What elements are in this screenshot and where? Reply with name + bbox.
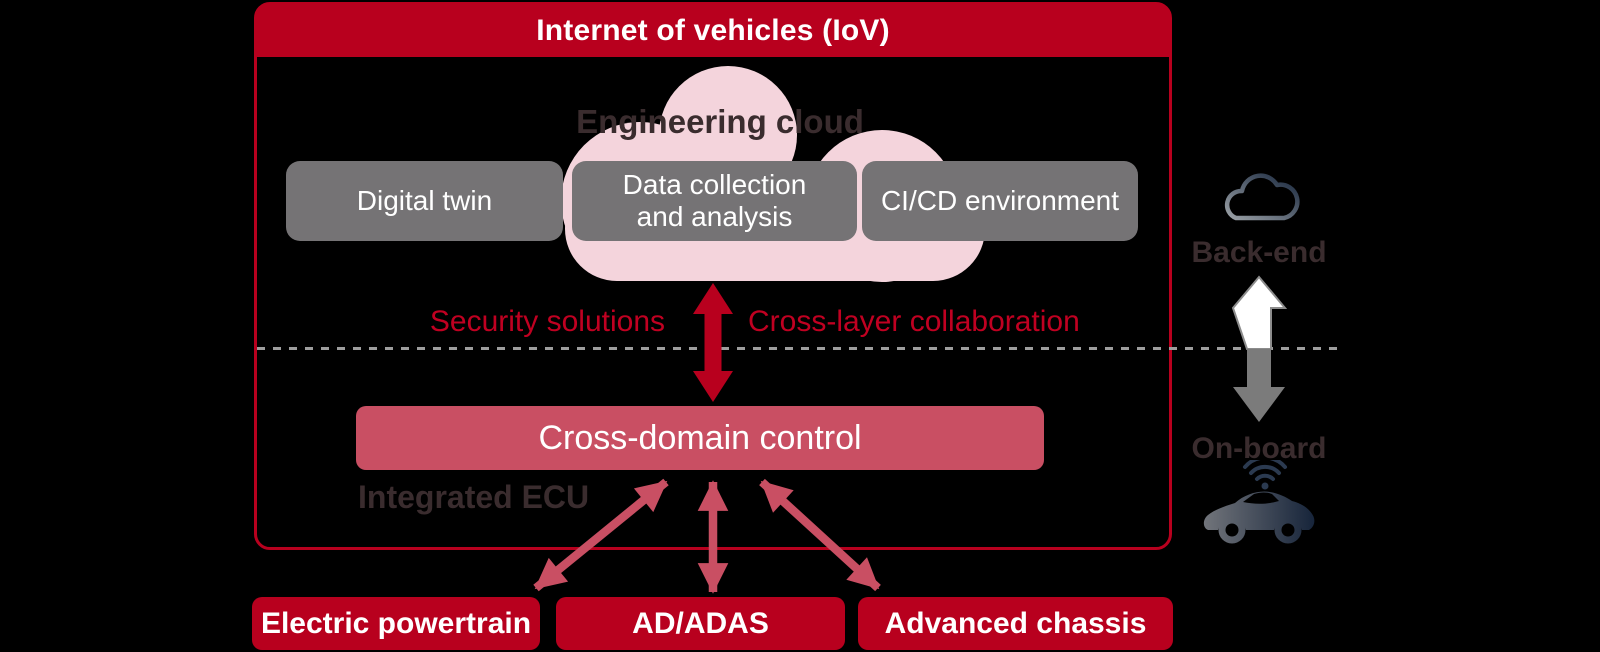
data-collection-box: Data collection and analysis (572, 161, 857, 241)
layer-separator-dashed-line (257, 347, 1344, 350)
ad-adas-box: AD/ADAS (556, 597, 845, 650)
backend-label: Back-end (1191, 236, 1327, 269)
cicd-environment-box: CI/CD environment (862, 161, 1138, 241)
arrow-advanced-chassis (759, 478, 881, 592)
ecu-domain-arrows-icon (533, 478, 881, 594)
ad-adas-label: AD/ADAS (632, 606, 769, 640)
digital-twin-label: Digital twin (356, 184, 493, 216)
arrow-electric-powertrain (533, 478, 669, 592)
data-collection-label: Data collection and analysis (622, 168, 807, 232)
advanced-chassis-label: Advanced chassis (884, 606, 1147, 640)
advanced-chassis-box: Advanced chassis (858, 597, 1173, 650)
cloud-outline-icon (1224, 173, 1300, 221)
security-solutions-label: Security solutions (429, 305, 665, 338)
wifi-icon (1243, 460, 1287, 490)
cross-domain-control-label: Cross-domain control (538, 418, 862, 457)
electric-powertrain-box: Electric powertrain (252, 597, 540, 650)
engineering-cloud-label: Engineering cloud (576, 103, 864, 140)
cicd-environment-label: CI/CD environment (880, 184, 1120, 216)
electric-powertrain-label: Electric powertrain (260, 606, 532, 640)
up-down-arrow-icon (1231, 275, 1288, 422)
iov-container: Internet of vehicles (IoV) (254, 2, 1172, 550)
cloud-ecu-double-arrow-icon (693, 283, 733, 402)
connected-car-icon (1203, 460, 1315, 544)
cross-layer-collaboration-label: Cross-layer collaboration (748, 305, 1080, 338)
iov-title-bar: Internet of vehicles (IoV) (256, 4, 1170, 57)
iov-title: Internet of vehicles (IoV) (536, 13, 890, 47)
digital-twin-box: Digital twin (286, 161, 563, 241)
cross-domain-control-box: Cross-domain control (356, 406, 1044, 470)
